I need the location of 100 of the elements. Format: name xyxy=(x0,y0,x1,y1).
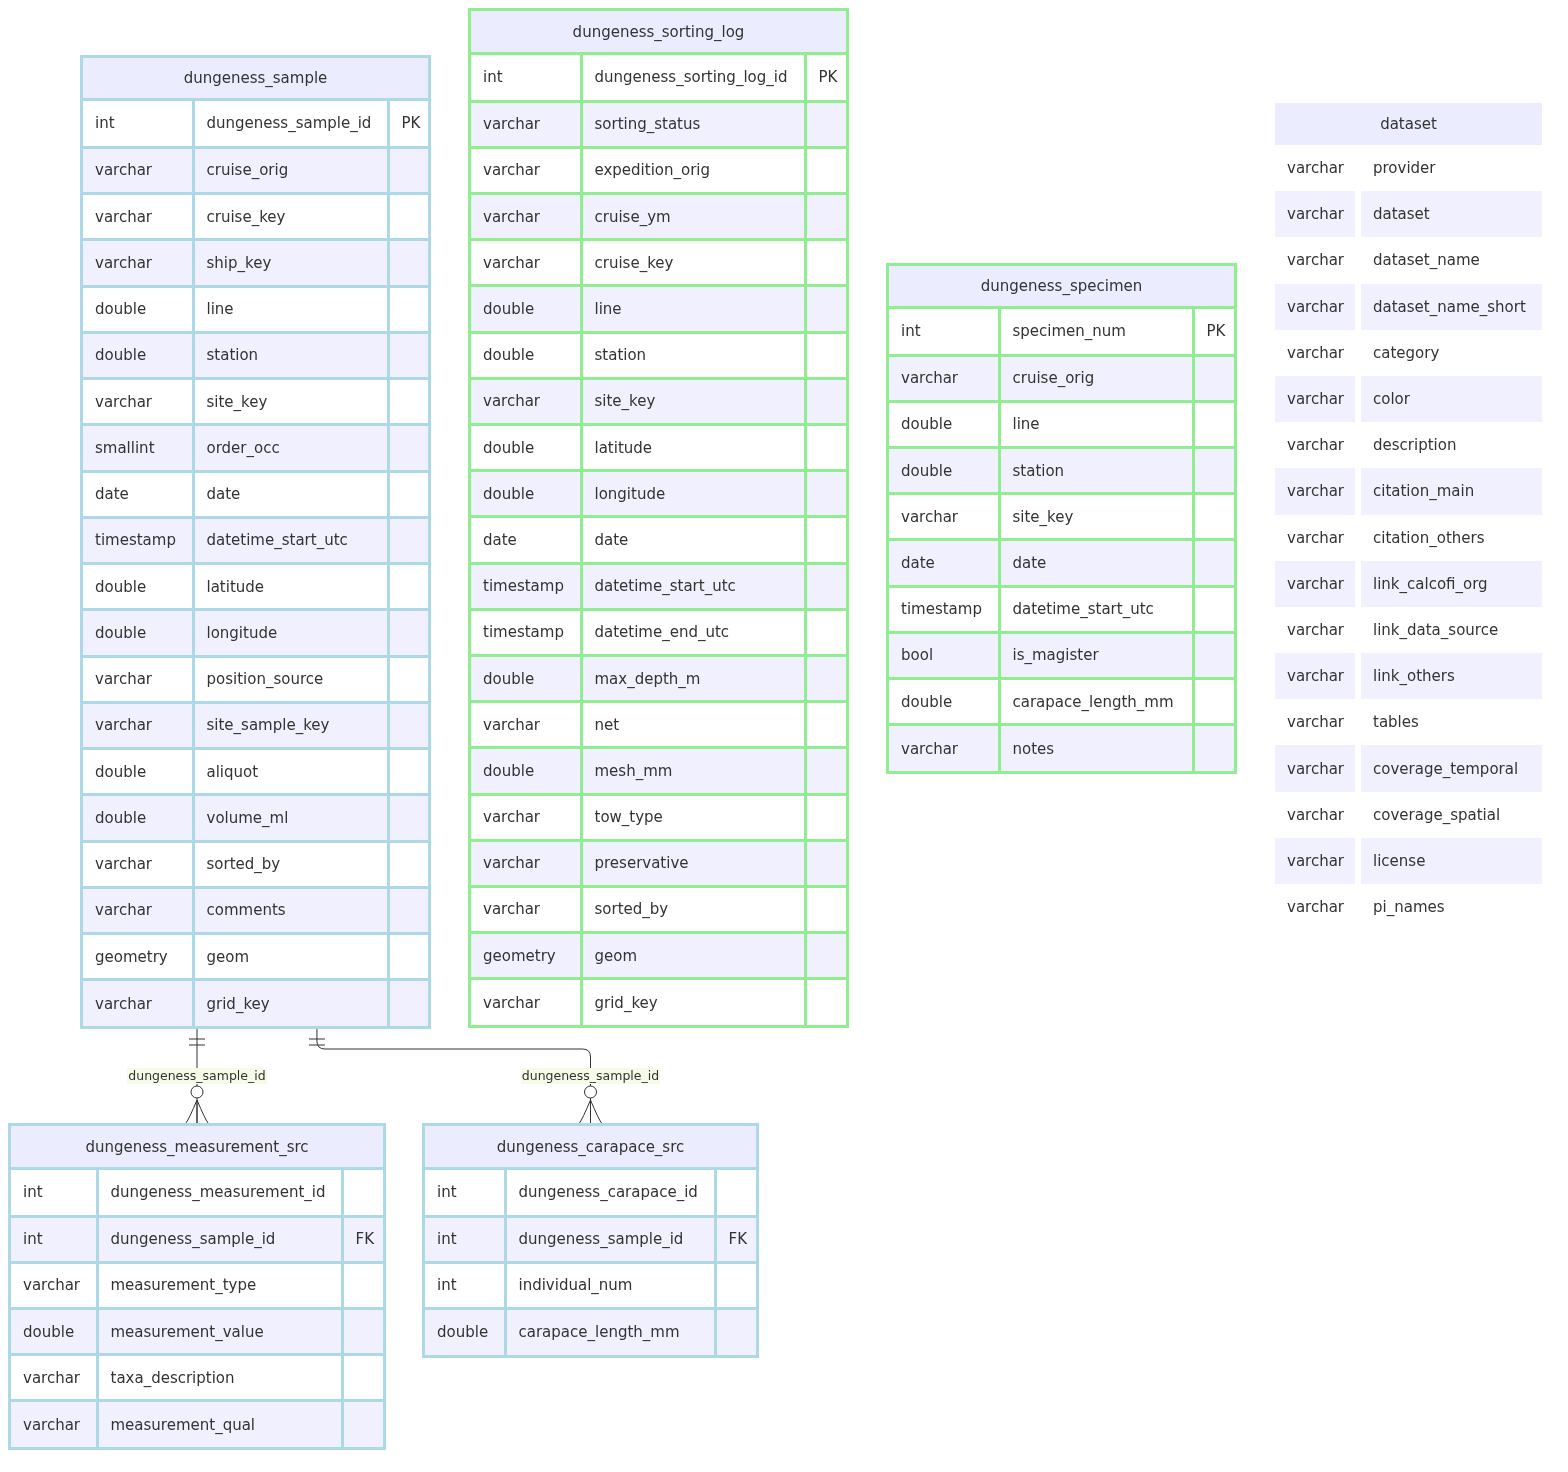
data-type: timestamp xyxy=(83,517,193,564)
data-type: varchar xyxy=(1275,606,1358,654)
data-type: varchar xyxy=(11,1400,97,1448)
column-name: aliquot xyxy=(193,748,388,795)
data-type: varchar xyxy=(1275,514,1358,561)
data-type: double xyxy=(83,794,193,841)
table-row xyxy=(83,609,428,656)
column-name: comments xyxy=(193,887,388,934)
data-type: varchar xyxy=(83,979,193,1026)
column-name: individual_num xyxy=(505,1262,715,1309)
column-name: volume_ml xyxy=(193,794,388,841)
data-type: varchar xyxy=(471,886,581,933)
column-name: datetime_start_utc xyxy=(999,586,1193,633)
data-type: varchar xyxy=(1275,283,1358,330)
column-name: longitude xyxy=(193,609,388,656)
column-name: tow_type xyxy=(581,794,805,841)
data-type: varchar xyxy=(889,493,999,540)
data-type: double xyxy=(83,563,193,610)
data-type: varchar xyxy=(889,355,999,402)
table-row xyxy=(425,1262,756,1309)
column-name: dataset xyxy=(1358,191,1542,238)
table-row xyxy=(83,841,428,888)
entity-title: dungeness_specimen xyxy=(889,266,1234,309)
column-name: dungeness_sample_id xyxy=(97,1216,342,1263)
table-row xyxy=(471,424,846,471)
entity-title: dungeness_sample xyxy=(83,58,428,101)
table-row xyxy=(471,932,846,979)
data-type: varchar xyxy=(1275,329,1358,376)
data-type: int xyxy=(889,309,999,356)
table-row xyxy=(471,101,846,148)
column-name: dungeness_sample_id xyxy=(505,1216,715,1263)
table-row xyxy=(889,493,1234,540)
column-name: mesh_mm xyxy=(581,747,805,794)
entity-title: dungeness_sorting_log xyxy=(471,11,846,55)
data-type: varchar xyxy=(1275,745,1358,792)
entity-table xyxy=(8,1123,386,1451)
column-name: link_calcofi_org xyxy=(1358,560,1542,607)
table-row xyxy=(471,609,846,656)
data-type: varchar xyxy=(1275,237,1358,284)
entity-table xyxy=(468,8,849,1028)
table-row xyxy=(83,794,428,841)
data-type: varchar xyxy=(889,724,999,771)
table-row xyxy=(471,285,846,333)
table-row xyxy=(83,563,428,610)
column-name: cruise_key xyxy=(193,193,388,240)
column-name: tables xyxy=(1358,699,1542,746)
column-name: is_magister xyxy=(999,632,1193,679)
key-marker: PK xyxy=(388,101,428,148)
table-row xyxy=(83,979,428,1026)
column-name: measurement_qual xyxy=(97,1400,342,1448)
data-type: int xyxy=(11,1170,97,1217)
column-name: line xyxy=(581,285,805,333)
data-type: varchar xyxy=(1275,191,1358,238)
column-name: datetime_start_utc xyxy=(581,563,805,610)
column-name: dataset_name_short xyxy=(1358,283,1542,330)
entity-title: dataset xyxy=(1275,103,1542,145)
column-name: expedition_orig xyxy=(581,147,805,194)
column-name: datetime_start_utc xyxy=(193,517,388,564)
data-type: varchar xyxy=(83,239,193,286)
table-row xyxy=(471,794,846,841)
data-type: int xyxy=(425,1170,505,1217)
table-row xyxy=(83,332,428,379)
table-row xyxy=(889,632,1234,679)
column-name: citation_main xyxy=(1358,468,1542,515)
data-type: bool xyxy=(889,632,999,679)
table-row xyxy=(83,101,428,148)
data-type: varchar xyxy=(471,147,581,194)
edge-label: dungeness_sample_id xyxy=(127,1068,267,1084)
column-name: site_key xyxy=(581,378,805,425)
data-type: varchar xyxy=(11,1262,97,1309)
column-name: station xyxy=(581,332,805,379)
table-row xyxy=(11,1400,383,1448)
column-name: grid_key xyxy=(581,978,805,1025)
column-name: cruise_orig xyxy=(193,147,388,194)
data-type: varchar xyxy=(471,239,581,286)
column-name: latitude xyxy=(193,563,388,610)
column-name: latitude xyxy=(581,424,805,471)
column-name: sorting_status xyxy=(581,101,805,148)
table-row xyxy=(83,378,428,425)
table-row xyxy=(889,355,1234,402)
column-name: dungeness_sample_id xyxy=(193,101,388,148)
data-type: double xyxy=(83,609,193,656)
column-name: category xyxy=(1358,329,1542,376)
table-row xyxy=(83,702,428,749)
table-row xyxy=(889,586,1234,633)
table-row xyxy=(889,724,1234,771)
data-type: double xyxy=(889,678,999,725)
data-type: varchar xyxy=(1275,422,1358,469)
data-type: varchar xyxy=(471,193,581,240)
column-name: link_data_source xyxy=(1358,606,1542,654)
data-type: varchar xyxy=(83,147,193,194)
table-row xyxy=(83,147,428,194)
data-type: varchar xyxy=(471,378,581,425)
table-row xyxy=(83,193,428,240)
data-type: varchar xyxy=(83,702,193,749)
relationship-line xyxy=(308,1028,602,1124)
column-name: site_key xyxy=(999,493,1193,540)
key-marker: PK xyxy=(1193,309,1234,356)
column-name: coverage_temporal xyxy=(1358,745,1542,792)
table-row xyxy=(471,193,846,240)
